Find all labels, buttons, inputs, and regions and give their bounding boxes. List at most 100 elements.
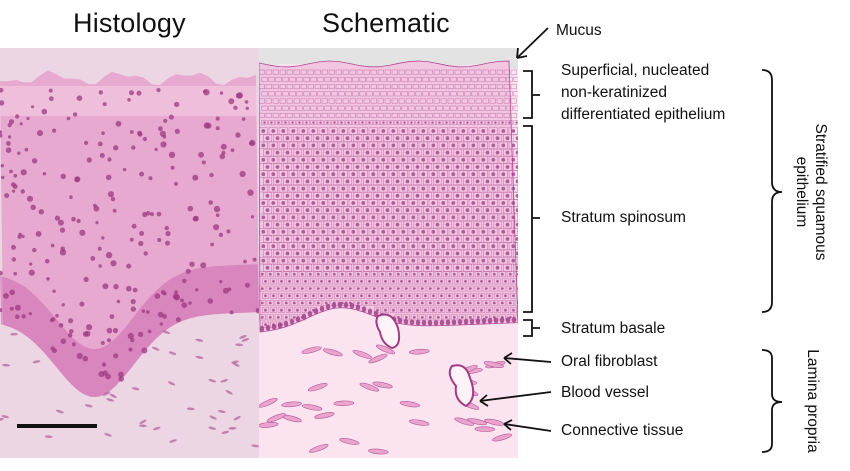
schematic-cell [333,220,343,229]
schematic-cell [415,76,422,82]
schematic-cell-nucleus [371,229,376,234]
schematic-cell [461,69,468,75]
schematic-cell-nucleus [425,251,430,256]
schematic-cell-nucleus [485,222,490,227]
schematic-cell [343,134,353,142]
schematic-cell-nucleus [471,186,476,191]
fibroblast-cell [333,400,355,407]
schematic-cell-nucleus [351,229,356,234]
schematic-cell [373,220,383,229]
histology-nucleus [157,311,164,318]
schematic-cell-nucleus [305,208,310,213]
schematic-cell [317,91,324,97]
schematic-cell [433,84,440,90]
schematic-cell [394,91,401,97]
histology-nucleus [160,290,166,295]
schematic-cell [394,120,401,126]
fibroblast-cell [368,448,389,455]
schematic-cell-nucleus [292,272,296,276]
schematic-cell [494,292,502,299]
schematic-cell-nucleus [495,179,500,184]
schematic-cell-nucleus [416,280,419,283]
schematic-cell-nucleus [411,201,416,205]
schematic-cell-nucleus [261,157,266,162]
schematic-cell-nucleus [505,208,510,213]
basal-cell-nucleus [403,318,409,325]
schematic-cell-nucleus [401,129,406,133]
schematic-cell [453,134,463,142]
schematic-cell [283,148,293,157]
schematic-cell [408,141,418,150]
schematic-cell-nucleus [355,193,360,198]
schematic-cell [368,256,378,265]
schematic-cell [278,127,288,135]
schematic-cell-nucleus [415,136,420,141]
schematic-cell-nucleus [301,143,306,148]
schematic-cell [387,76,394,82]
schematic-cell-nucleus [288,294,291,298]
schematic-cell [428,184,438,193]
schematic-cell [268,242,278,250]
schematic-cell [408,228,418,236]
schematic-cell [300,112,307,118]
schematic-cell-nucleus [481,143,486,148]
schematic-cell-nucleus [501,244,506,249]
schematic-cell-nucleus [381,229,386,234]
schematic-cell [289,76,296,82]
schematic-cell-nucleus [341,129,346,133]
schematic-cell [273,177,283,186]
stratified-epithelium-brace [761,69,783,313]
schematic-cell-nucleus [325,136,330,141]
schematic-cell [438,307,446,314]
schematic-cell [387,105,394,111]
histology-nucleus [69,195,73,199]
basal-cell-nucleus [463,318,469,325]
schematic-cell [335,112,342,118]
schematic-cell [418,314,426,321]
schematic-cell-nucleus [284,301,288,305]
schematic-cell [463,235,473,243]
schematic-cell [387,91,394,97]
schematic-cell [323,220,333,229]
schematic-cell [488,141,498,150]
schematic-cell [418,271,426,278]
schematic-cell-nucleus [385,193,390,198]
schematic-cell [503,163,513,171]
schematic-cell [368,156,378,164]
schematic-cell [499,120,506,126]
schematic-cell-nucleus [331,215,336,220]
schematic-cell [462,307,470,314]
histology-stromal-nucleus [109,393,117,399]
schematic-cell-nucleus [516,287,518,290]
schematic-cell [388,228,398,236]
histology-nucleus [222,287,229,294]
schematic-cell [298,156,308,164]
schematic-cell [433,69,440,75]
histology-nucleus [218,232,224,238]
schematic-cell-nucleus [335,265,340,270]
schematic-cell [498,256,508,265]
schematic-cell-nucleus [315,208,320,213]
schematic-cell [443,249,453,258]
schematic-cell [268,156,278,164]
schematic-cell-nucleus [512,308,515,312]
schematic-cell-nucleus [391,172,396,177]
schematic-cell [318,213,328,222]
histology-stromal-nucleus [56,409,64,414]
schematic-cell [259,213,268,222]
schematic-cell [486,307,494,314]
schematic-cell [352,105,359,111]
schematic-cell-nucleus [421,215,426,220]
schematic-cell [415,91,422,97]
schematic-cell-nucleus [311,258,316,263]
schematic-cell-nucleus [345,265,350,270]
schematic-cell [498,170,508,178]
histology-stromal-nucleus [162,330,171,334]
schematic-cell [513,148,518,157]
schematic-cell [373,105,380,111]
fibroblast-cell [466,418,488,426]
schematic-cell [318,292,326,299]
schematic-cell [483,249,493,258]
schematic-cell [345,105,352,111]
basal-cell-nucleus [511,316,517,323]
